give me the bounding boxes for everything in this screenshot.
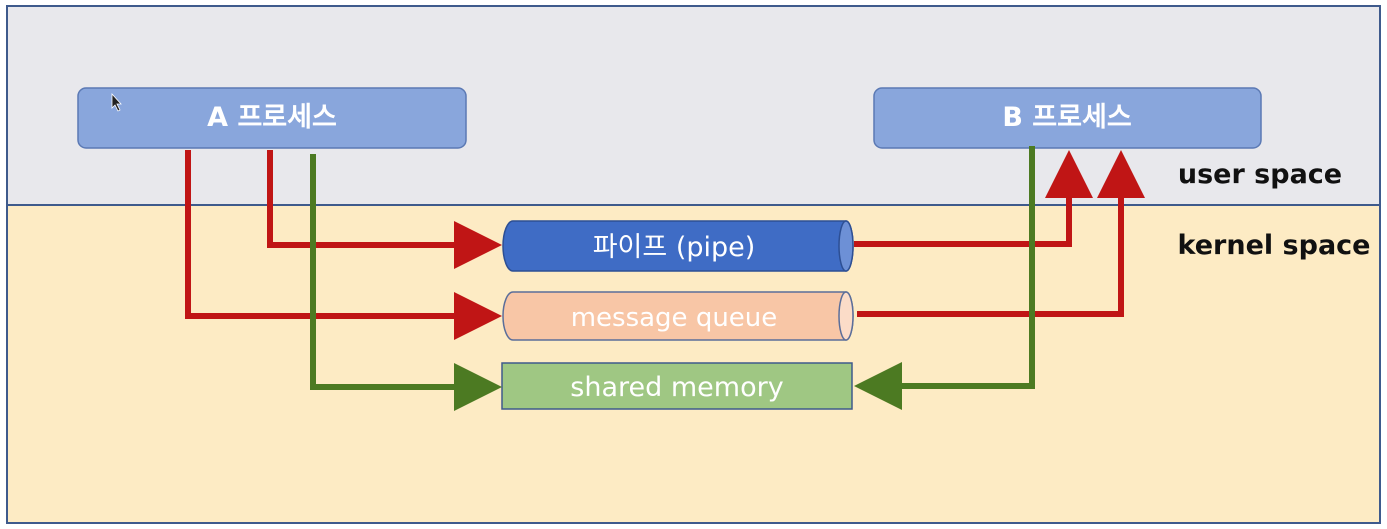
process-b-box [873, 87, 1262, 149]
arrow-b-to-shared-memory [854, 146, 1035, 410]
shared-memory-box: shared memory [501, 362, 853, 410]
arrow-a-to-shared-memory [310, 154, 502, 411]
kernel-space-label: kernel space [1178, 230, 1371, 261]
process-a-box [77, 87, 467, 149]
user-space-label: user space [1178, 159, 1342, 190]
message-queue-label: message queue [571, 303, 778, 333]
mouse-cursor-icon [111, 92, 122, 112]
message-queue-cylinder: message queue [502, 291, 854, 341]
arrow-queue-to-b [857, 150, 1145, 317]
process-b-label: B 프로세스 [1002, 102, 1131, 133]
arrow-a-to-queue [185, 150, 502, 340]
shared-memory-label: shared memory [570, 372, 783, 403]
pipe-cylinder: 파이프 (pipe) [502, 220, 854, 272]
process-a-label: A 프로세스 [207, 102, 337, 133]
pipe-label: 파이프 (pipe) [593, 232, 756, 263]
arrow-a-to-pipe [267, 150, 502, 269]
arrow-pipe-to-b [854, 150, 1093, 247]
